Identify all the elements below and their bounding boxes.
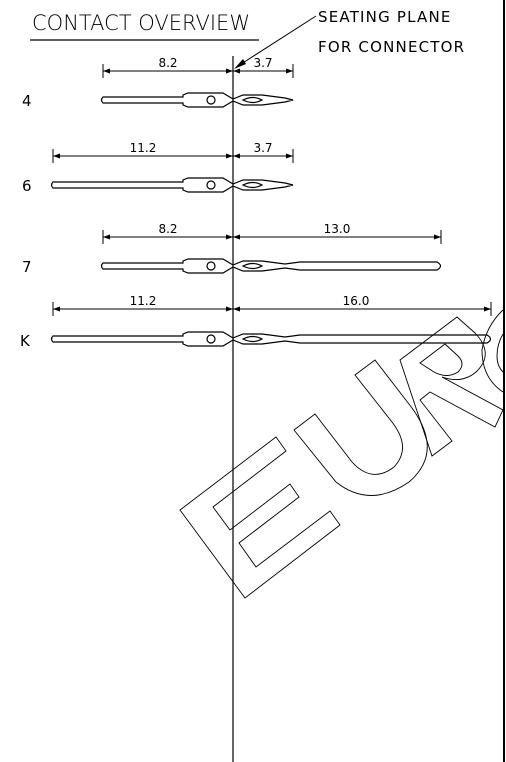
dim-right: 3.7 bbox=[253, 56, 272, 70]
row-label: 4 bbox=[22, 92, 32, 110]
watermark-letter-o bbox=[481, 309, 504, 393]
seating-note-line-2: FOR CONNECTOR bbox=[318, 38, 465, 56]
dim-left: 11.2 bbox=[130, 141, 157, 155]
contact-row-4: 4 8.2 3.7 bbox=[22, 56, 294, 110]
seating-leader-arrow bbox=[234, 59, 246, 69]
dim-left: 11.2 bbox=[130, 294, 157, 308]
dim-right: 13.0 bbox=[324, 222, 351, 236]
watermark-letter-e bbox=[179, 436, 341, 599]
watermark-outline bbox=[179, 309, 504, 599]
row-label: 6 bbox=[22, 177, 32, 195]
dim-right: 3.7 bbox=[253, 141, 272, 155]
contact-row-7: 7 8.2 13.0 bbox=[22, 222, 442, 276]
drawing-title: CONTACT OVERVIEW bbox=[32, 11, 250, 35]
contact-row-k: K 11.2 16.0 bbox=[20, 294, 492, 350]
dim-left: 8.2 bbox=[158, 222, 177, 236]
row-label: 7 bbox=[22, 258, 32, 276]
contact-row-6: 6 11.2 3.7 bbox=[22, 141, 294, 195]
dim-left: 8.2 bbox=[158, 56, 177, 70]
watermark-letter-u bbox=[293, 359, 428, 496]
seating-note-line-1: SEATING PLANE bbox=[318, 8, 452, 26]
seating-leader-line bbox=[237, 15, 317, 67]
row-label: K bbox=[20, 332, 31, 350]
dim-right: 16.0 bbox=[343, 294, 370, 308]
watermark-letter-r bbox=[399, 316, 504, 457]
